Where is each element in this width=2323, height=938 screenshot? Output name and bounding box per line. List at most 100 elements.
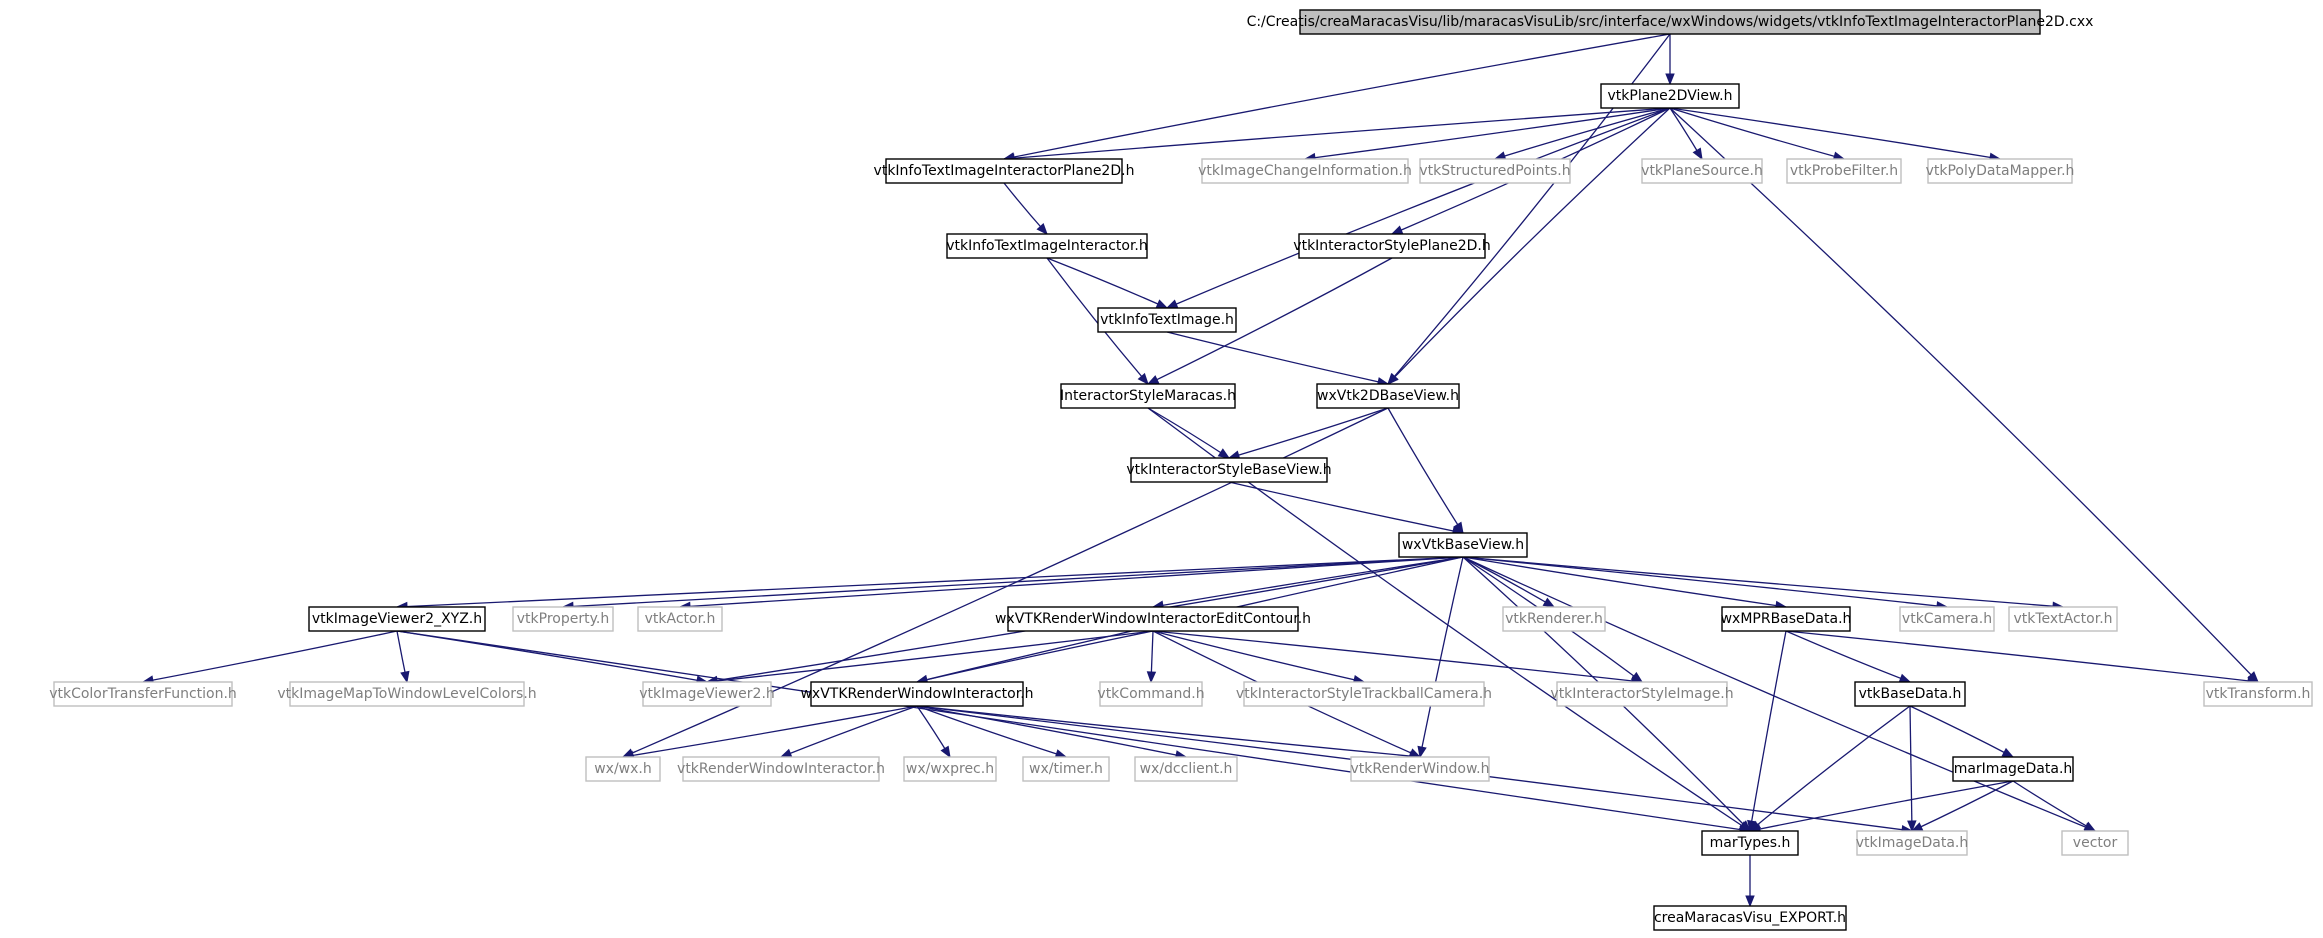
edge-wxvtkbaseview-to-editcontour (1152, 556, 1464, 608)
node-label-vtkrwi: vtkRenderWindowInteractor.h (677, 761, 885, 777)
edge-wxvtkbaseview-to-vector (1462, 556, 2096, 832)
node-box-vtkcommand (1099, 681, 1203, 707)
node-box-wxwxprec (903, 756, 997, 782)
node-box-wxvtkbaseview (1398, 532, 1528, 558)
node-export[interactable]: creaMaracasVisu_EXPORT.h (1653, 905, 1847, 931)
arrowhead-vtkbasedata-to-marimagedata (2001, 747, 2015, 758)
node-label-planesource: vtkPlaneSource.h (1641, 163, 1763, 179)
edge-wxvtkbaseview-to-vtkcamera (1462, 556, 1948, 608)
node-imagemaptowindowlevelcolors: vtkImageMapToWindowLevelColors.h (277, 681, 537, 707)
node-interactorstyleimage: vtkInteractorStyleImage.h (1550, 681, 1734, 707)
node-infotextimageinteractor[interactable]: vtkInfoTextImageInteractor.h (946, 233, 1148, 259)
arrowhead-plane2dview-to-interactorstyleplane2d (1390, 225, 1404, 235)
node-wxmprbasedata[interactable]: wxMPRBaseData.h (1721, 606, 1852, 632)
node-box-structuredpoints (1419, 158, 1571, 184)
node-interactorstyleplane2d[interactable]: vtkInteractorStylePlane2D.h (1293, 233, 1491, 259)
edge-wxvtk2dbaseview-to-wxvtkbaseview (1387, 407, 1464, 534)
arrowhead-wxvtkrwi-to-wxwxprec (940, 745, 951, 759)
node-wxvtk2dbaseview[interactable]: wxVtk2DBaseView.h (1316, 383, 1460, 409)
node-editcontour[interactable]: wxVTKRenderWindowInteractorEditContour.h (995, 606, 1311, 632)
node-wxvtkbaseview[interactable]: wxVtkBaseView.h (1398, 532, 1528, 558)
node-vtkbasedata[interactable]: vtkBaseData.h (1854, 681, 1966, 707)
arrowhead-martypes-to-export (1745, 895, 1755, 908)
node-box-wxtimer (1022, 756, 1110, 782)
node-infotextimage[interactable]: vtkInfoTextImage.h (1097, 307, 1237, 333)
edge-wxvtkbaseview-to-imageviewer2xyz (396, 556, 1464, 608)
node-plane2dview[interactable]: vtkPlane2DView.h (1600, 83, 1740, 109)
node-interactorstylebaseview[interactable]: vtkInteractorStyleBaseView.h (1126, 457, 1332, 483)
edge-wxvtkrwi-to-wxtimer (916, 705, 1067, 758)
edge-vtkbasedata-to-vtkimagedata (1909, 705, 1913, 832)
edge-editcontour-to-interactorstyleimage (1152, 630, 1643, 683)
edge-plane2dview-to-polydatamapper (1669, 107, 2001, 160)
node-imageviewer2xyz[interactable]: vtkImageViewer2_XYZ.h (308, 606, 486, 632)
edge-wxvtkbaseview-to-vtkactor (679, 556, 1464, 608)
node-box-martypes (1701, 830, 1799, 856)
edge-wxvtkbaseview-to-wxmprbasedata (1462, 556, 1787, 608)
node-infotextimageinteractorplane2d[interactable]: vtkInfoTextImageInteractorPlane2D.h (874, 158, 1135, 184)
node-label-imagemaptowindowlevelcolors: vtkImageMapToWindowLevelColors.h (277, 686, 536, 702)
edge-root-to-wxvtk2dbaseview (1387, 33, 1671, 385)
node-box-plane2dview (1600, 83, 1740, 109)
node-marimagedata[interactable]: marImageData.h (1952, 756, 2074, 782)
arrowhead-plane2dview-to-infotextimage (1165, 299, 1179, 309)
node-vtkcommand: vtkCommand.h (1097, 681, 1205, 707)
node-box-editcontour (1007, 606, 1299, 632)
edge-wxvtkbaseview-to-vtktextactor (1462, 556, 2064, 608)
node-box-planesource (1641, 158, 1763, 184)
edge-infotextimageinteractor-to-infotextimage (1046, 257, 1168, 309)
node-box-vector (2061, 830, 2129, 856)
edge-plane2dview-to-wxvtk2dbaseview (1387, 107, 1671, 385)
node-label-martypes: marTypes.h (1710, 835, 1791, 851)
node-box-interactorstylemaracas (1060, 383, 1236, 409)
node-interactorstylemaracas[interactable]: InteractorStyleMaracas.h (1060, 383, 1236, 409)
node-vtkactor: vtkActor.h (637, 606, 723, 632)
arrowhead-interactorstylemaracas-to-interactorstylebaseview (1217, 448, 1231, 459)
edge-editcontour-to-imageviewer2 (706, 630, 1154, 683)
node-box-imageviewer2 (642, 681, 772, 707)
node-box-root (1299, 9, 2041, 35)
edge-wxvtkrwi-to-wxwx (622, 705, 918, 758)
node-box-vtkproperty (512, 606, 614, 632)
edge-wxvtkbaseview-to-vtkrenderwindow (1419, 556, 1464, 758)
node-vtktextactor: vtkTextActor.h (2008, 606, 2118, 632)
node-label-wxwx: wx/wx.h (594, 761, 652, 777)
node-label-trackballcamera: vtkInteractorStyleTrackballCamera.h (1236, 686, 1492, 702)
edge-imageviewer2xyz-to-colortransferfunction (142, 630, 398, 683)
edge-marimagedata-to-vector (2012, 780, 2096, 832)
node-box-interactorstyleimage (1556, 681, 1728, 707)
node-label-vtkrenderwindow: vtkRenderWindow.h (1351, 761, 1490, 777)
node-label-wxvtkrwi: wxVTKRenderWindowInteractor.h (800, 686, 1033, 702)
node-wxwxprec: wx/wxprec.h (903, 756, 997, 782)
node-label-vector: vector (2073, 835, 2118, 851)
node-planesource: vtkPlaneSource.h (1641, 158, 1763, 184)
node-label-interactorstylebaseview: vtkInteractorStyleBaseView.h (1126, 462, 1331, 478)
node-box-vtkimagedata (1856, 830, 1968, 856)
node-label-vtkactor: vtkActor.h (645, 611, 716, 627)
edge-wxvtkrwi-to-vtkrwi (780, 705, 918, 758)
node-box-interactorstyleplane2d (1298, 233, 1486, 259)
node-label-polydatamapper: vtkPolyDataMapper.h (1926, 163, 2075, 179)
arrowhead-imageviewer2xyz-to-imagemaptowindowlevelcolors (400, 670, 410, 684)
arrowhead-wxvtkrwi-to-vtkrwi (779, 748, 793, 758)
node-box-wxwx (585, 756, 661, 782)
node-martypes[interactable]: marTypes.h (1701, 830, 1799, 856)
node-wxvtkrwi[interactable]: wxVTKRenderWindowInteractor.h (800, 681, 1034, 707)
arrowhead-infotextimageinteractor-to-interactorstylemaracas (1137, 372, 1149, 386)
node-label-wxdcclient: wx/dcclient.h (1140, 761, 1233, 777)
node-label-vtkbasedata: vtkBaseData.h (1859, 686, 1962, 702)
node-wxwx: wx/wx.h (585, 756, 661, 782)
edge-plane2dview-to-imagechangeinformation (1304, 107, 1671, 160)
node-label-interactorstyleimage: vtkInteractorStyleImage.h (1550, 686, 1733, 702)
node-box-vtktextactor (2008, 606, 2118, 632)
node-vtkrwi: vtkRenderWindowInteractor.h (677, 756, 885, 782)
node-vector: vector (2061, 830, 2129, 856)
arrowhead-wxvtkbaseview-to-vtkrenderer (1542, 597, 1556, 608)
node-root[interactable]: C:/Creatis/creaMaracasVisu/lib/maracasVi… (1247, 9, 2094, 35)
node-label-plane2dview: vtkPlane2DView.h (1608, 88, 1733, 104)
node-vtkrenderwindow: vtkRenderWindow.h (1350, 756, 1490, 782)
arrowhead-root-to-plane2dview (1665, 73, 1675, 86)
node-label-infotextimageinteractor: vtkInfoTextImageInteractor.h (946, 238, 1148, 254)
edge-plane2dview-to-infotextimage (1166, 107, 1671, 309)
